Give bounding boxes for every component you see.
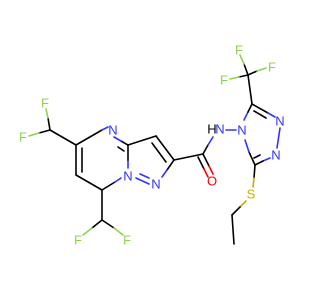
bond-cf3-fa-1 xyxy=(243,63,249,76)
bond-c3-ccf3 xyxy=(247,74,253,105)
bond-c3a-ntop-double xyxy=(117,146,125,152)
bond-chf2a-f1-1 xyxy=(47,117,51,131)
bond-camide-nh-1 xyxy=(202,144,209,155)
bond-c3-n2-double xyxy=(253,110,267,119)
bond-c3a-ntop-2 xyxy=(113,136,122,142)
bond-chf2a-f2-2 xyxy=(28,132,40,137)
atom-n-pyrazole: N xyxy=(151,177,160,192)
bond-c5-n4-1 xyxy=(248,151,256,166)
atom-f-chf2b-left: F xyxy=(74,233,82,248)
atom-n-bridge: N xyxy=(123,169,132,184)
atom-f-cf3-right: F xyxy=(268,60,276,75)
bond-c7-nb-2 xyxy=(114,177,122,183)
bond-n2-n1 xyxy=(276,127,281,149)
bond-c3a-ntop-1 xyxy=(120,140,129,146)
bond-c2-camide xyxy=(173,153,204,161)
bond-c3-n2-2 xyxy=(267,112,276,118)
bond-n1-c5-1 xyxy=(262,157,271,162)
bond-n1-c5-double xyxy=(253,154,261,159)
bond-co-1 xyxy=(202,153,210,167)
molecule-canvas: N N N H N N N N O S F F F F F F F xyxy=(19,42,285,248)
atom-n-triazole-1: N xyxy=(271,148,280,163)
bond-c5-chf2a xyxy=(49,129,77,146)
bond-chf2b-f2-2 xyxy=(113,227,124,236)
atom-n-triazole-2: N xyxy=(275,114,284,129)
bond-chf2b-f2-1 xyxy=(101,219,115,229)
atom-n-amide: N xyxy=(215,122,224,137)
bond-s-ch2-1 xyxy=(239,200,247,208)
atom-f-chf2b-right: F xyxy=(123,233,131,248)
molecule-structure: N N N H N N N N O S F F F F F F F xyxy=(19,43,285,248)
bond-c3a-c3 xyxy=(127,135,157,146)
bond-chf2b-f1-2 xyxy=(82,227,93,236)
bond-c7-nb-1 xyxy=(101,181,116,191)
bond-c6-c7 xyxy=(75,174,103,191)
atom-n-ring-top: N xyxy=(108,123,117,138)
bond-s-ch2-2 xyxy=(231,206,241,216)
bond-c2-npz-2 xyxy=(161,169,168,178)
bond-npz-nb-double xyxy=(139,173,150,179)
bond-ntop-c5 xyxy=(101,126,109,131)
atom-o-carbonyl: O xyxy=(207,174,217,189)
bond-cf3-fc-2 xyxy=(256,67,267,72)
bond-c3-n2-1 xyxy=(251,103,269,114)
bond-n4-c3-1 xyxy=(243,111,249,121)
bond-cf3-fb-2 xyxy=(229,76,240,80)
bond-co-2 xyxy=(208,165,214,175)
bond-n4-c3-2 xyxy=(247,103,253,113)
atom-h-amide: H xyxy=(207,122,216,137)
atom-n-triazole-4: N xyxy=(237,123,246,138)
bond-npz-nb xyxy=(135,177,150,185)
atom-f-chf2a-left: F xyxy=(19,130,27,145)
bond-cf3-fc-1 xyxy=(247,70,258,76)
bond-c5-c6 xyxy=(75,129,103,146)
bond-c3-c2-double xyxy=(151,142,167,163)
bond-n1-c5-2 xyxy=(254,160,264,166)
bond-cf3-fa-2 xyxy=(239,54,245,65)
atom-f-cf3-left: F xyxy=(220,73,228,88)
atom-s-thio: S xyxy=(247,187,256,202)
bond-c3-c2 xyxy=(155,135,175,161)
bond-co-double-2 xyxy=(203,168,209,178)
bond-co-double-1 xyxy=(197,156,205,170)
bond-chf2b-f1-1 xyxy=(91,219,103,229)
bond-c2-npz-1 xyxy=(166,159,175,171)
bond-chf2a-f1-2 xyxy=(45,108,49,119)
bond-cf3-fb-1 xyxy=(238,74,249,78)
bond-chf2a-f2-1 xyxy=(38,129,51,134)
atom-f-cf3-top: F xyxy=(235,43,243,58)
atom-f-chf2a-top: F xyxy=(41,96,49,111)
bond-c5-n4-2 xyxy=(244,139,250,153)
bond-ch2-ch3 xyxy=(231,214,235,245)
bond-c5-s-1 xyxy=(253,164,256,179)
bond-c5-s-2 xyxy=(252,177,255,188)
bond-camide-nh-2 xyxy=(207,136,214,146)
